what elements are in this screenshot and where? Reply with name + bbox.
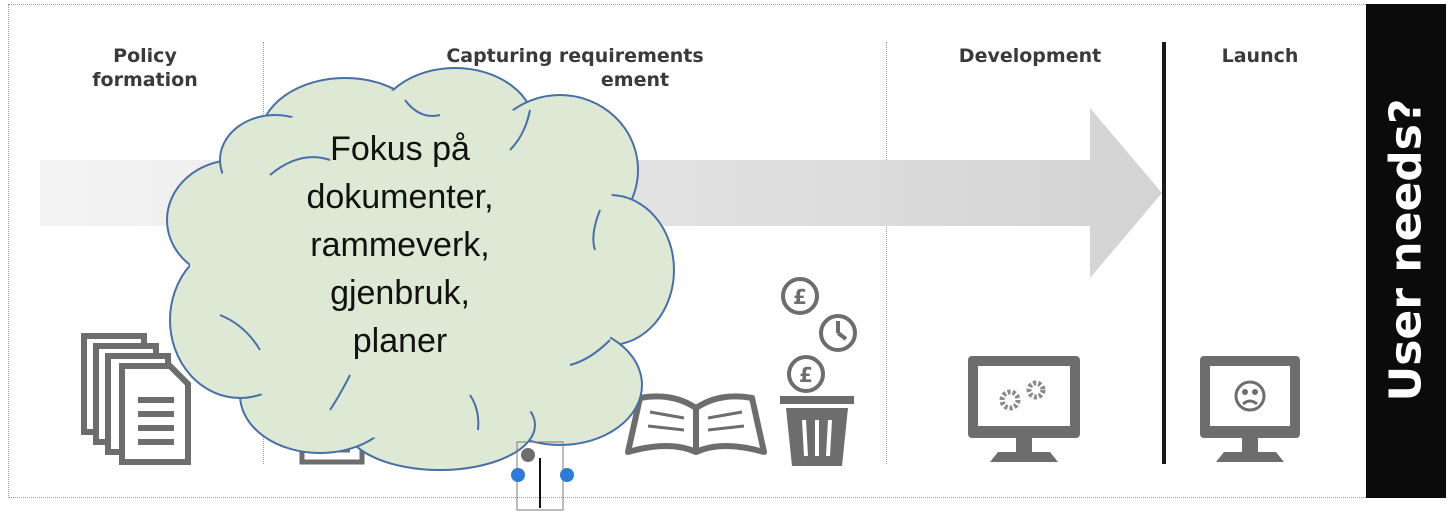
- document-stack-icon: [81, 333, 191, 465]
- thought-cloud-fill: [190, 90, 630, 440]
- cloud-line-1: Fokus på: [330, 130, 470, 168]
- stage-label-capturing-line1: Capturing requirements: [446, 45, 704, 67]
- pound-coin-symbol-2: £: [799, 363, 813, 387]
- stage-label-policy-line2: formation: [92, 69, 198, 91]
- clock-icon: [819, 314, 857, 352]
- cloud-line-3: rammeverk,: [310, 226, 490, 264]
- stage-divider-launch: [1162, 42, 1166, 464]
- stage-label-capturing-line2: ement: [600, 69, 670, 91]
- monitor-gears-icon: [968, 356, 1080, 462]
- stage-divider-2: [886, 42, 887, 464]
- monitor-sad-face-icon: [1200, 356, 1300, 462]
- stage-label-capturing: Capturing requirements ement: [410, 44, 740, 92]
- gear-icon: [999, 380, 1046, 411]
- text-selection-box[interactable]: [511, 441, 574, 511]
- cloud-line-2: dokumenter,: [306, 178, 494, 216]
- thought-cloud-text[interactable]: Fokus på dokumenter, rammeverk, gjenbruk…: [255, 125, 545, 365]
- trash-can-icon: [780, 396, 854, 466]
- cloud-line-5: planer: [352, 322, 448, 360]
- sad-face-icon: [1234, 380, 1266, 412]
- open-book-icon: [625, 393, 767, 455]
- pound-coin-icon: £: [781, 277, 819, 315]
- selection-handle-right: [560, 468, 574, 482]
- stage-label-policy: Policy formation: [60, 44, 230, 92]
- stage-label-policy-line1: Policy: [113, 45, 177, 67]
- thought-cloud-inner-arcs: [219, 99, 611, 431]
- stage-label-launch: Launch: [1221, 45, 1299, 67]
- pound-coin-symbol: £: [793, 285, 807, 309]
- user-needs-sidebar: [1366, 4, 1446, 498]
- stage-label-development: Development: [958, 45, 1102, 67]
- selection-handle-left: [511, 468, 525, 482]
- pound-coin-icon-2: £: [787, 355, 825, 393]
- cloud-line-4: gjenbruk,: [330, 274, 470, 312]
